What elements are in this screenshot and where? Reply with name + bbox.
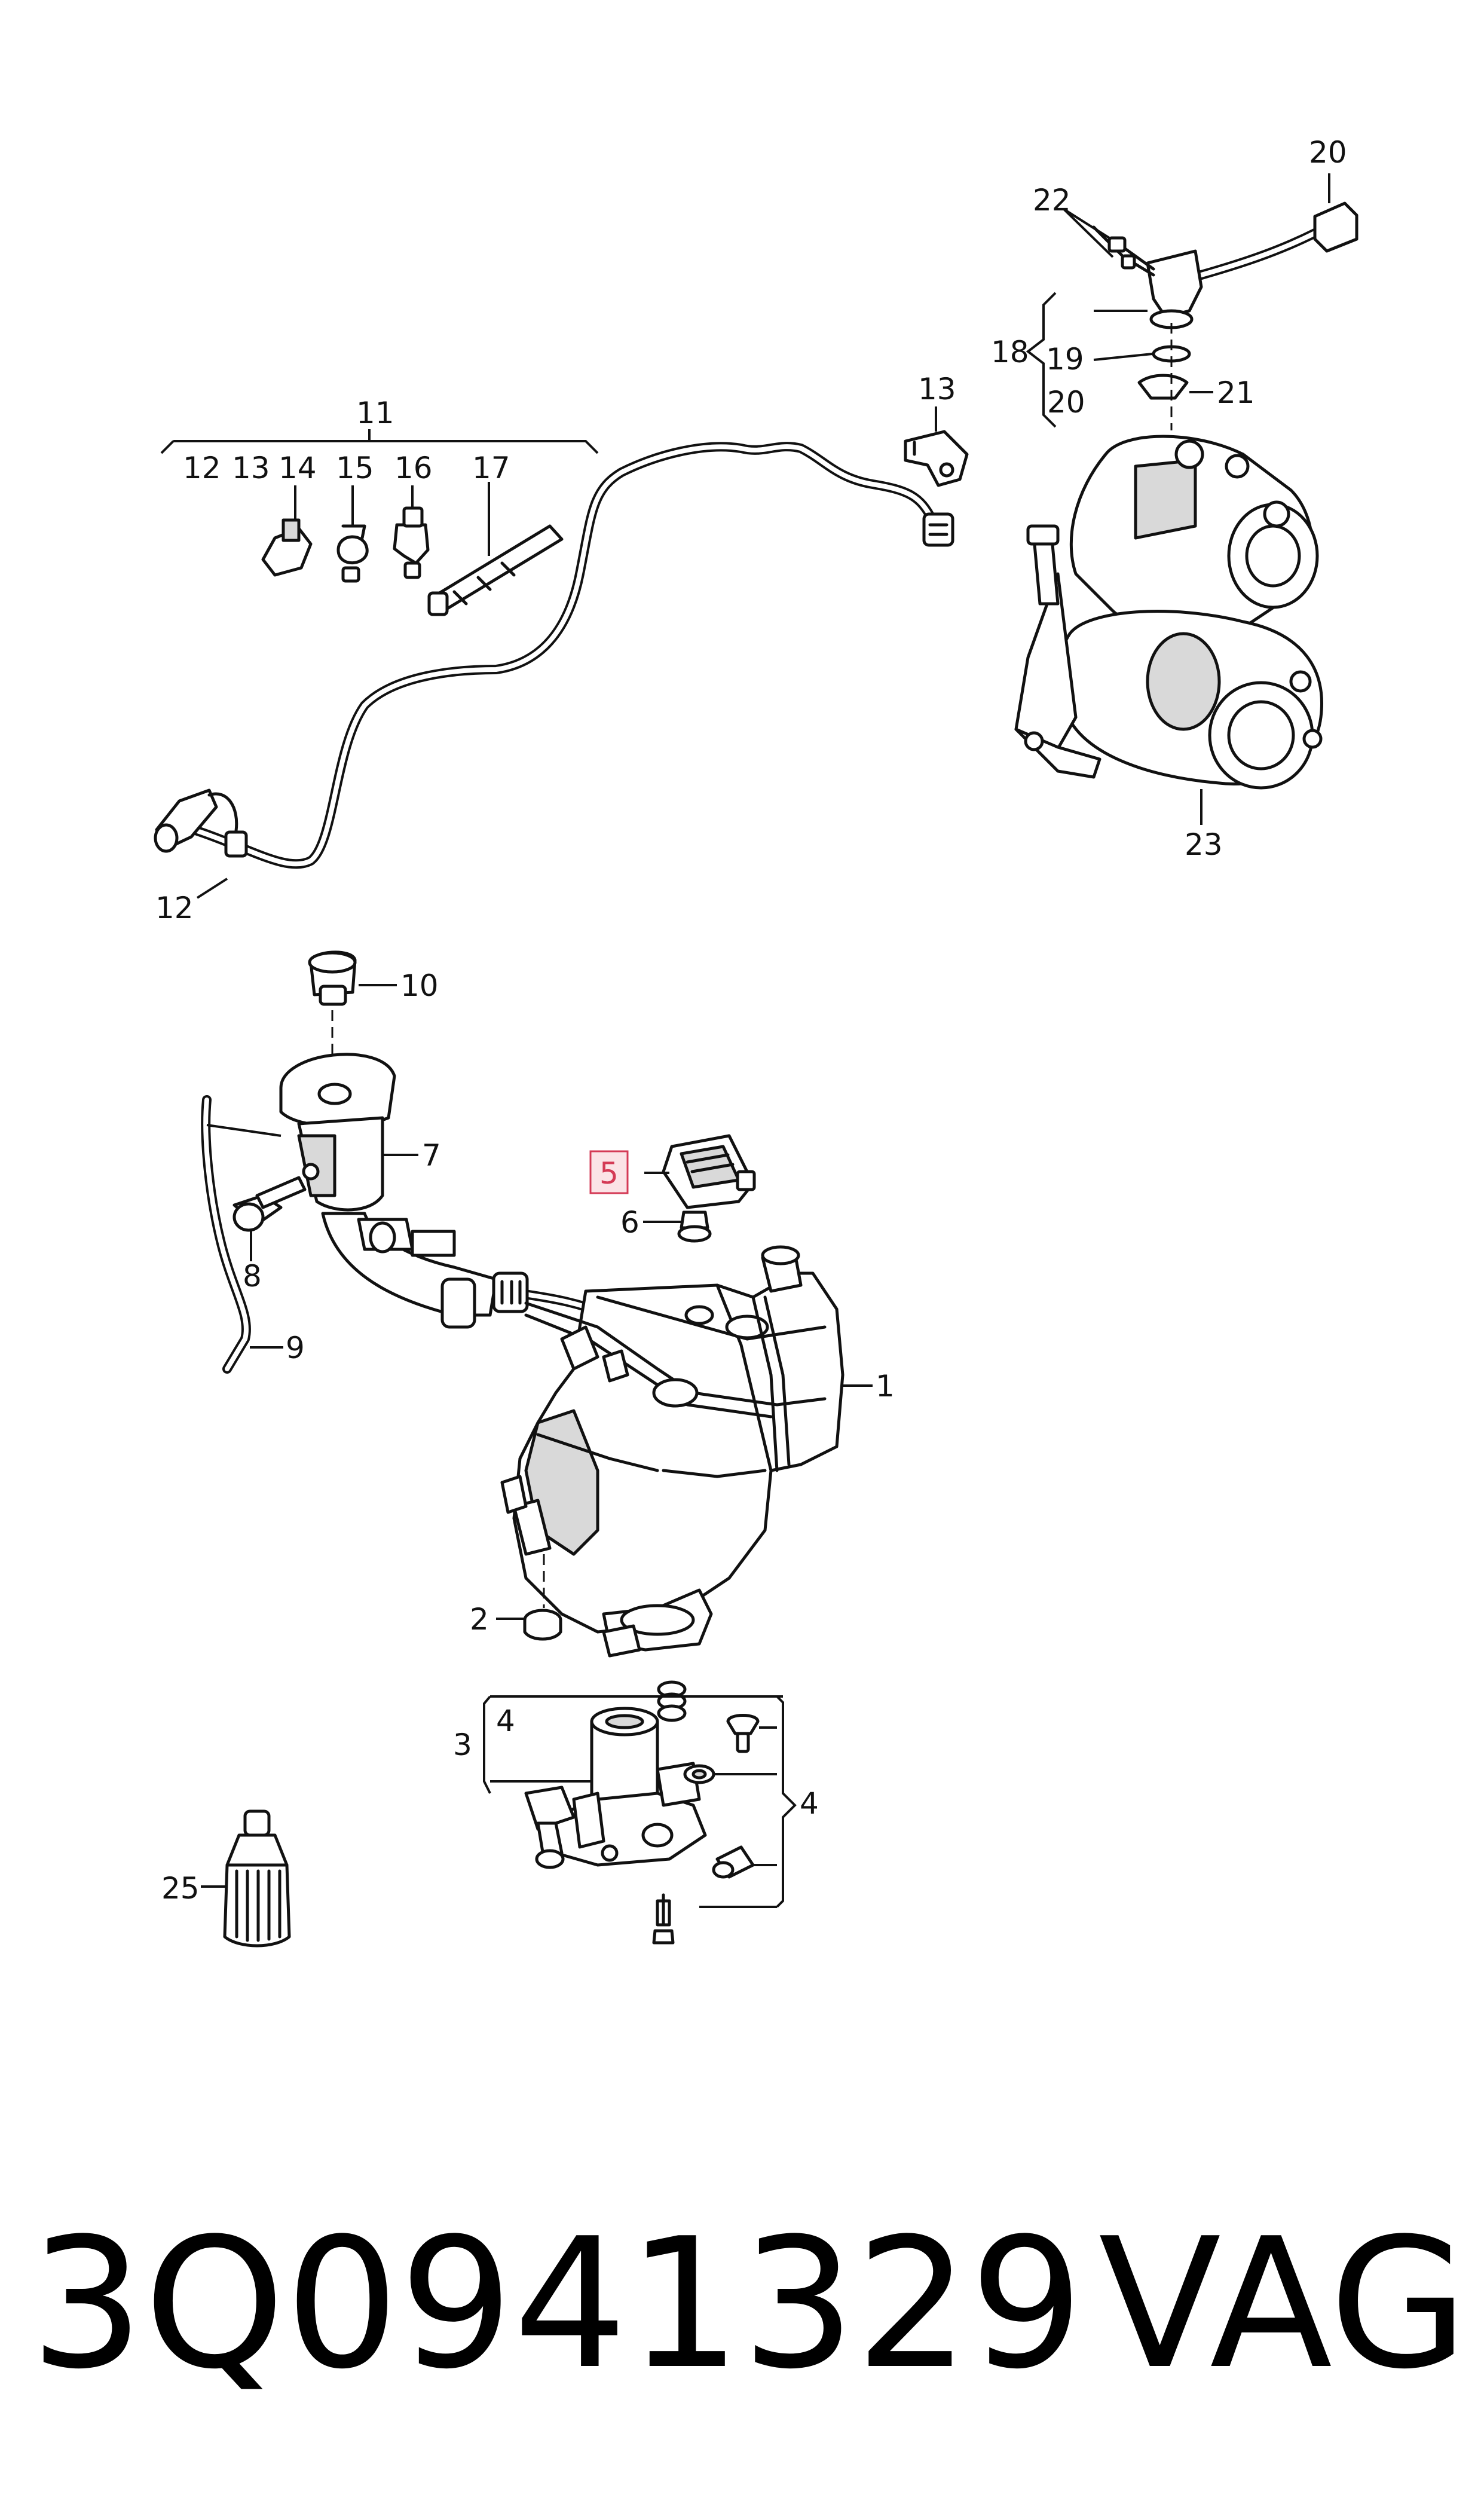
pump-module <box>524 1707 707 1869</box>
part-number: 3Q0941329 <box>30 2200 1084 2408</box>
filler-hose <box>321 1212 698 1346</box>
label-7: 7 <box>422 1138 441 1173</box>
label-23: 23 <box>1185 827 1223 862</box>
label-18: 18 <box>991 335 1029 369</box>
label-15: 15 <box>336 451 374 485</box>
vent-pipe <box>201 1095 281 1374</box>
label-19: 19 <box>1046 342 1084 377</box>
label-11: 11 <box>356 396 394 430</box>
brand-name: VAG <box>1099 2200 1468 2408</box>
label-5: 5 <box>599 1156 619 1191</box>
label-2: 2 <box>470 1602 489 1637</box>
label-17: 17 <box>472 451 510 485</box>
clip-14 <box>261 518 313 577</box>
label-20-top: 20 <box>1309 135 1347 170</box>
label-1: 1 <box>876 1369 895 1404</box>
bracket-11 <box>160 429 599 454</box>
label-12-top: 12 <box>183 451 221 485</box>
label-22: 22 <box>1033 183 1071 218</box>
label-9: 9 <box>286 1331 305 1365</box>
clip-17 <box>427 482 564 616</box>
additive-bottle <box>223 1809 291 1948</box>
highlight-box-5 <box>589 1150 629 1194</box>
label-25: 25 <box>161 1871 200 1906</box>
label-8: 8 <box>243 1259 262 1294</box>
catalytic-converter <box>1014 323 1323 790</box>
label-10: 10 <box>400 968 439 1003</box>
clip-16 <box>393 506 430 579</box>
nox-sensor <box>1092 201 1358 400</box>
label-13-top: 13 <box>232 451 270 485</box>
label-12-bottom: 12 <box>155 891 194 925</box>
label-4-left: 4 <box>496 1704 515 1738</box>
nut-2 <box>523 1554 562 1641</box>
part-labels: 1 2 3 4 4 5 6 7 8 9 10 11 12 13 14 15 16… <box>155 135 1347 1906</box>
bolt-8 <box>232 1176 307 1232</box>
heater-element <box>662 1134 756 1209</box>
clip-15 <box>336 524 369 583</box>
filler-cap <box>308 950 357 1006</box>
label-13-right: 13 <box>918 372 956 406</box>
label-21: 21 <box>1217 375 1255 410</box>
label-3: 3 <box>453 1728 472 1762</box>
label-4-right: 4 <box>800 1786 819 1821</box>
screw-6 <box>677 1210 712 1243</box>
wiring-harness <box>154 430 969 869</box>
filler-neck <box>279 1053 396 1212</box>
label-16: 16 <box>394 451 433 485</box>
fluid-tank <box>500 1245 844 1658</box>
label-20-side: 20 <box>1047 385 1085 420</box>
label-14: 14 <box>279 451 317 485</box>
label-6: 6 <box>620 1205 640 1240</box>
